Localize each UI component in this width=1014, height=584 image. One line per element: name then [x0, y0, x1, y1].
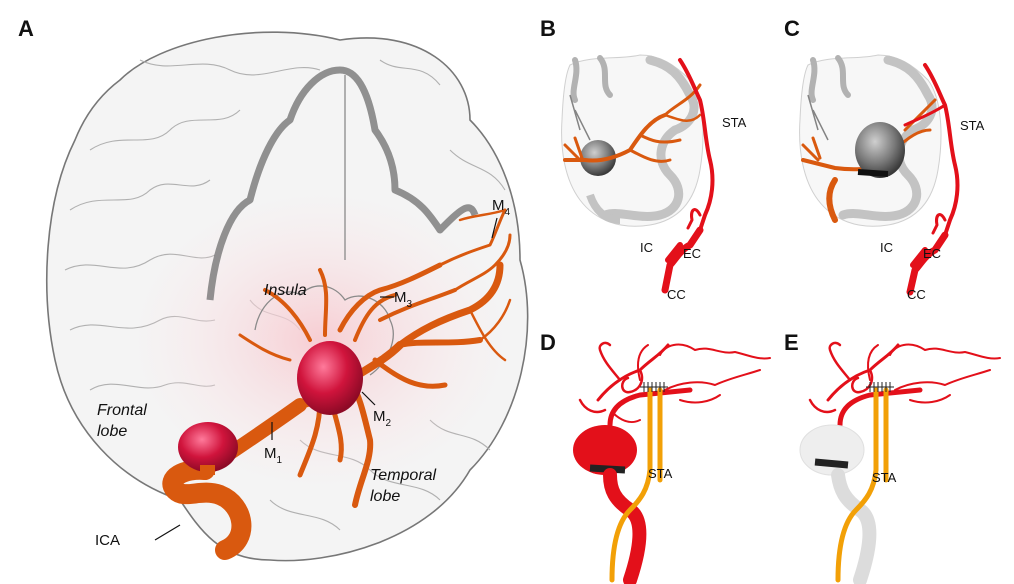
ica-aneurysm — [178, 422, 238, 472]
panel-c-cc-label: CC — [907, 287, 926, 302]
panel-d-sta-graft — [609, 387, 663, 583]
panel-e: E STA — [784, 330, 1001, 584]
panel-c-aneurysm — [855, 122, 905, 178]
panel-b-sta — [661, 58, 715, 294]
m2-leader — [361, 391, 376, 406]
insula-gyri — [254, 285, 394, 376]
sylvian-glow — [130, 190, 510, 490]
panel-e-letter: E — [784, 330, 799, 355]
panel-c-ec-label: EC — [923, 246, 941, 261]
panel-b-letter: B — [540, 16, 556, 41]
panel-a-letter: A — [18, 16, 34, 41]
panel-e-thrombosed-aneurysm — [799, 424, 865, 476]
panel-d-letter: D — [540, 330, 556, 355]
panel-d-aneurysm — [573, 425, 637, 475]
ica-label: ICA — [95, 532, 120, 549]
m4-label: M4 — [492, 197, 511, 218]
panel-e-sta-label: STA — [872, 470, 897, 485]
panel-c-sta-label: STA — [960, 118, 985, 133]
panel-e-anastomosis — [866, 382, 894, 392]
panel-d-mca-trunk — [607, 387, 693, 428]
panel-b-ic-label: IC — [640, 240, 653, 255]
panel-d: D STA — [540, 330, 771, 584]
m4-leader — [491, 217, 498, 239]
panel-c-letter: C — [784, 16, 800, 41]
panel-e-clip — [814, 458, 849, 469]
panel-e-occluded-ica — [831, 468, 877, 584]
m3-label: M3 — [394, 289, 413, 310]
panel-d-anastomosis — [640, 382, 668, 392]
panel-e-cortical-branches — [808, 341, 1001, 414]
panel-d-cortical-branches — [578, 341, 771, 423]
insula-label: Insula — [264, 282, 307, 299]
frontal-lobe-label-line2: lobe — [97, 423, 127, 440]
panel-e-sta-graft — [835, 387, 889, 583]
m1-label: M1 — [264, 445, 283, 466]
ica-vessel — [162, 459, 252, 560]
panel-b-mca — [563, 83, 702, 163]
frontal-lobe-label-line1: Frontal — [97, 402, 147, 419]
m2-label: M2 — [373, 408, 392, 429]
temporal-lobe-label-line2: lobe — [370, 488, 400, 505]
mca-bifurcation-aneurysm — [297, 341, 363, 415]
temporal-lobe-label-line1: Temporal — [370, 467, 437, 484]
panel-c-sta — [903, 63, 960, 296]
panel-b-ec-label: EC — [683, 246, 701, 261]
panel-e-mca-trunk — [837, 387, 923, 428]
panel-d-sta-label: STA — [648, 466, 673, 481]
panel-a: A — [18, 16, 529, 562]
ica-leader — [154, 524, 181, 541]
panel-b-aneurysm — [580, 140, 616, 176]
panel-b-brain-section — [561, 54, 704, 227]
sectioned-cortex — [206, 66, 479, 301]
panel-b-sta-label: STA — [722, 115, 747, 130]
panel-c-ic-label: IC — [880, 240, 893, 255]
panel-b: B STA IC EC CC — [540, 16, 747, 302]
panel-b-cc-label: CC — [667, 287, 686, 302]
m4-branches — [438, 208, 512, 362]
panel-c-clip — [857, 169, 889, 177]
panel-c: C STA IC EC CC — [784, 16, 985, 302]
